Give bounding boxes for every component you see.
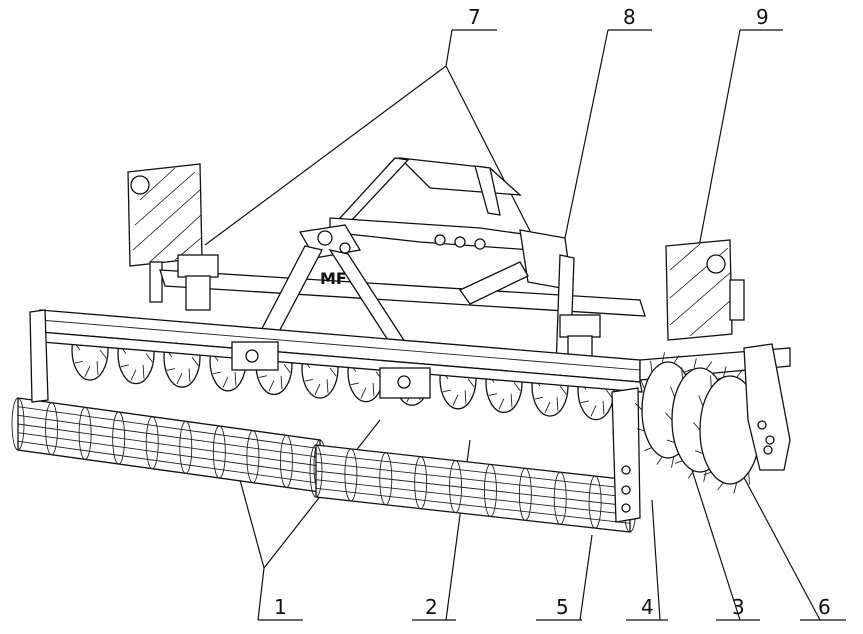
- callout-2: 2: [425, 595, 438, 619]
- callout-8: 8: [623, 5, 636, 29]
- callout-1: 1: [274, 595, 287, 619]
- cage-roller-right: [309, 444, 637, 533]
- right-warning-board: [665, 239, 745, 341]
- machine: MF: [11, 157, 791, 533]
- brand-logo: MF: [320, 269, 347, 288]
- serrated-disc: [692, 366, 768, 494]
- callout-labels: 7 8 9 1 2 5 4 3 6: [274, 5, 831, 619]
- beam-clamps: [231, 341, 431, 399]
- edge-deflector: [743, 343, 791, 471]
- callout-6: 6: [818, 595, 831, 619]
- callout-3: 3: [732, 595, 745, 619]
- cage-roller-left: [11, 397, 327, 493]
- a-frame-struts: MF: [255, 245, 575, 371]
- end-disc-assembly: [634, 352, 768, 494]
- callout-4: 4: [641, 595, 654, 619]
- callout-9: 9: [756, 5, 769, 29]
- roller-arms: [29, 309, 641, 523]
- callout-7: 7: [468, 5, 481, 29]
- callout-5: 5: [556, 595, 569, 619]
- three-point-hitch: [298, 157, 573, 291]
- leader-lines: [204, 29, 846, 621]
- left-warning-board: [127, 163, 203, 303]
